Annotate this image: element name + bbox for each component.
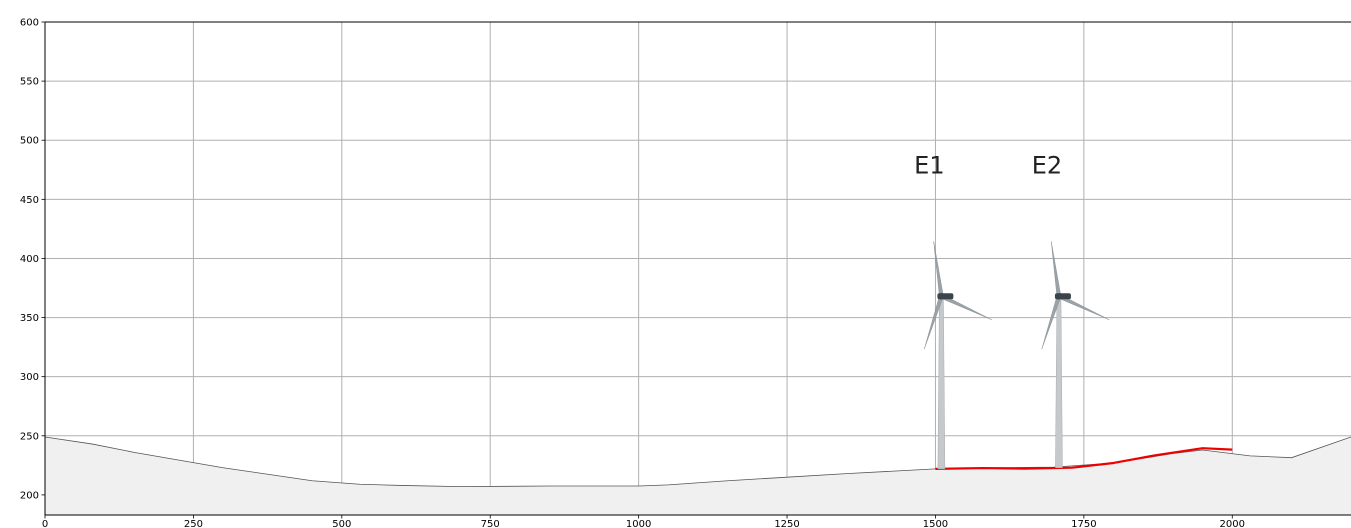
x-tick-label: 500 xyxy=(332,519,351,528)
x-tick-label: 1500 xyxy=(923,519,948,528)
turbine-tower xyxy=(937,296,946,470)
y-tick-label: 600 xyxy=(20,18,39,29)
x-tick-label: 2000 xyxy=(1220,519,1245,528)
grid xyxy=(45,22,1351,515)
turbine-hub xyxy=(1055,293,1063,300)
turbine-label: E1 xyxy=(914,151,944,179)
x-tick-label: 0 xyxy=(42,519,48,528)
terrain-fill xyxy=(45,436,1351,515)
turbines: E1 E2 xyxy=(914,151,1110,470)
y-tick-label: 400 xyxy=(20,254,39,265)
y-tick-label: 200 xyxy=(20,490,39,501)
y-tick-label: 550 xyxy=(20,77,39,88)
axes: 0 250 500 750 1000 1250 1500 1750 2000 200 250 300 3… xyxy=(20,18,1351,528)
turbine-blade xyxy=(1050,241,1062,297)
turbine-label: E2 xyxy=(1032,151,1062,179)
y-tick-label: 450 xyxy=(20,195,39,206)
terrain-line xyxy=(44,436,1351,488)
y-tick-label: 350 xyxy=(20,313,39,324)
x-tick-label: 1000 xyxy=(626,519,651,528)
y-tick-label: 300 xyxy=(20,372,39,383)
terrain-area xyxy=(44,436,1351,515)
x-tick-label: 1750 xyxy=(1071,519,1096,528)
highlight-line xyxy=(935,447,1233,470)
turbine-tower xyxy=(1055,296,1063,468)
highlight-segment xyxy=(935,447,1233,470)
turbine-e2: E2 xyxy=(1032,151,1110,468)
x-tick-label: 750 xyxy=(481,519,500,528)
y-tick-label: 250 xyxy=(20,431,39,442)
turbine-hub xyxy=(938,293,945,300)
y-tick-label: 500 xyxy=(20,136,39,147)
turbine-e1: E1 xyxy=(914,151,992,470)
x-tick-label: 1250 xyxy=(774,519,799,528)
x-tick-label: 250 xyxy=(184,519,203,528)
